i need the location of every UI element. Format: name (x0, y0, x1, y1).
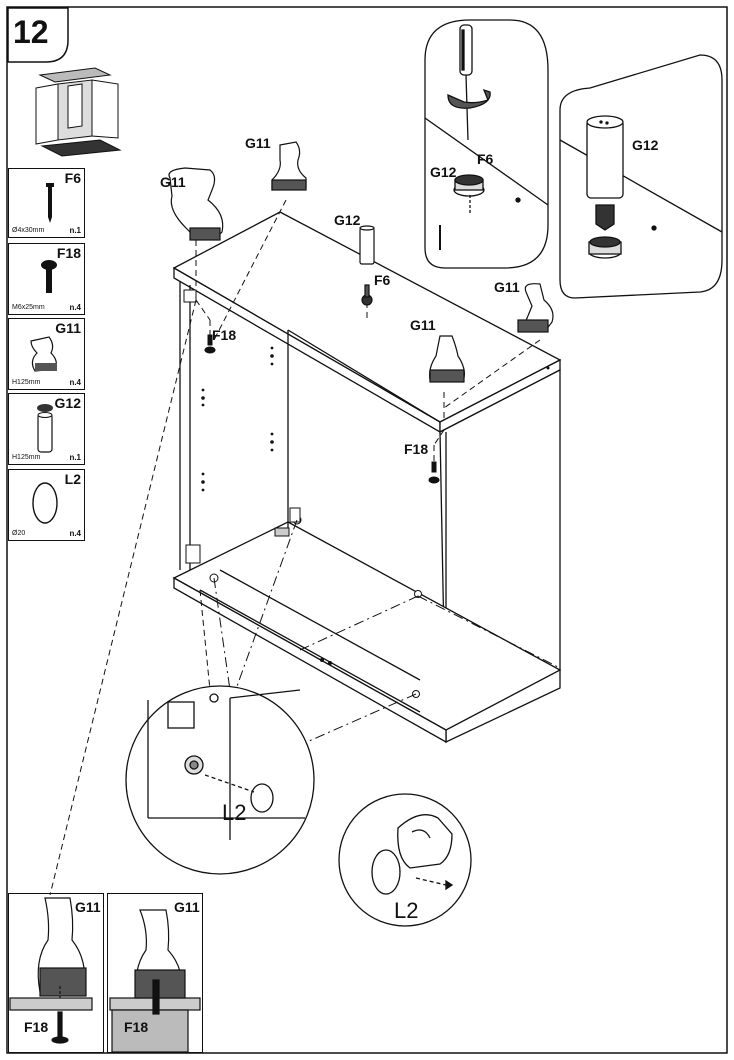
part-code: G11 (55, 320, 81, 336)
inset-screwdriver-panel (424, 19, 549, 269)
label-f18: F18 (24, 1019, 49, 1035)
leg-icon (37, 404, 53, 453)
bracket-parts (183, 289, 301, 564)
detail-box-foot-1 (8, 893, 104, 1053)
foot-g11-right-icon (517, 283, 554, 333)
part-box-l2: L2 Ø20 n.4 (8, 469, 85, 541)
label-l2: L2 (394, 898, 419, 923)
part-qty: n.4 (69, 529, 81, 538)
label-g12: G12 (632, 137, 659, 153)
part-code: F18 (56, 245, 81, 261)
step-number-box (7, 7, 69, 63)
part-spec: H125mm (12, 454, 41, 461)
part-box-f6: F6 Ø4x30mm n.1 (8, 168, 85, 238)
part-spec: Ø4x30mm (12, 227, 45, 234)
label-f6: F6 (477, 151, 494, 167)
label-g11: G11 (160, 174, 186, 190)
part-qty: n.4 (69, 378, 81, 387)
zoom-detail-circle (125, 685, 315, 875)
part-code: F6 (64, 170, 81, 186)
part-qty: n.1 (69, 453, 81, 462)
bolt-f18-icons (204, 334, 440, 484)
cabinet-thumbnail-icon (35, 67, 122, 157)
part-code: L2 (64, 471, 81, 487)
leg-g12-center-icon (359, 225, 375, 306)
bolt-icon (41, 260, 57, 293)
foot-g11-front-icon (429, 335, 465, 383)
part-qty: n.4 (69, 303, 81, 312)
part-spec: Ø20 (12, 530, 26, 537)
cap-icon (32, 482, 58, 524)
page-frame (6, 6, 728, 1054)
label-g12: G12 (430, 164, 457, 180)
label-l2: L2 (222, 800, 247, 825)
label-g11: G11 (245, 135, 271, 151)
inset-leg-panel (559, 54, 723, 299)
part-qty: n.1 (69, 226, 81, 235)
part-box-f18: F18 M6x25mm n.4 (8, 243, 85, 315)
part-code: G12 (54, 395, 81, 411)
label-f6: F6 (374, 272, 391, 288)
assembly-guides (49, 199, 561, 896)
detail-box-2-drawing (109, 909, 201, 1053)
label-g12: G12 (334, 212, 361, 228)
label-f18: F18 (404, 441, 429, 457)
label-f18: F18 (124, 1019, 149, 1035)
foot-g11-top-left-icon (168, 167, 224, 241)
part-spec: H125mm (12, 379, 41, 386)
part-box-g12: G12 H125mm n.1 (8, 393, 85, 465)
label-g11: G11 (174, 899, 200, 915)
part-spec: M6x25mm (12, 304, 45, 311)
detail-box-foot-2 (107, 893, 203, 1053)
label-g11: G11 (494, 279, 520, 295)
label-g11: G11 (75, 899, 101, 915)
foot-icon (30, 336, 57, 372)
foot-g11-top-center-icon (271, 141, 307, 191)
step-number: 12 (13, 14, 49, 50)
label-f18: F18 (212, 327, 237, 343)
label-g11: G11 (410, 317, 436, 333)
detail-box-1-drawing (9, 897, 93, 1044)
screw-icon (46, 183, 54, 223)
part-box-g11: G11 H125mm n.4 (8, 318, 85, 390)
hand-detail-circle (338, 793, 472, 927)
